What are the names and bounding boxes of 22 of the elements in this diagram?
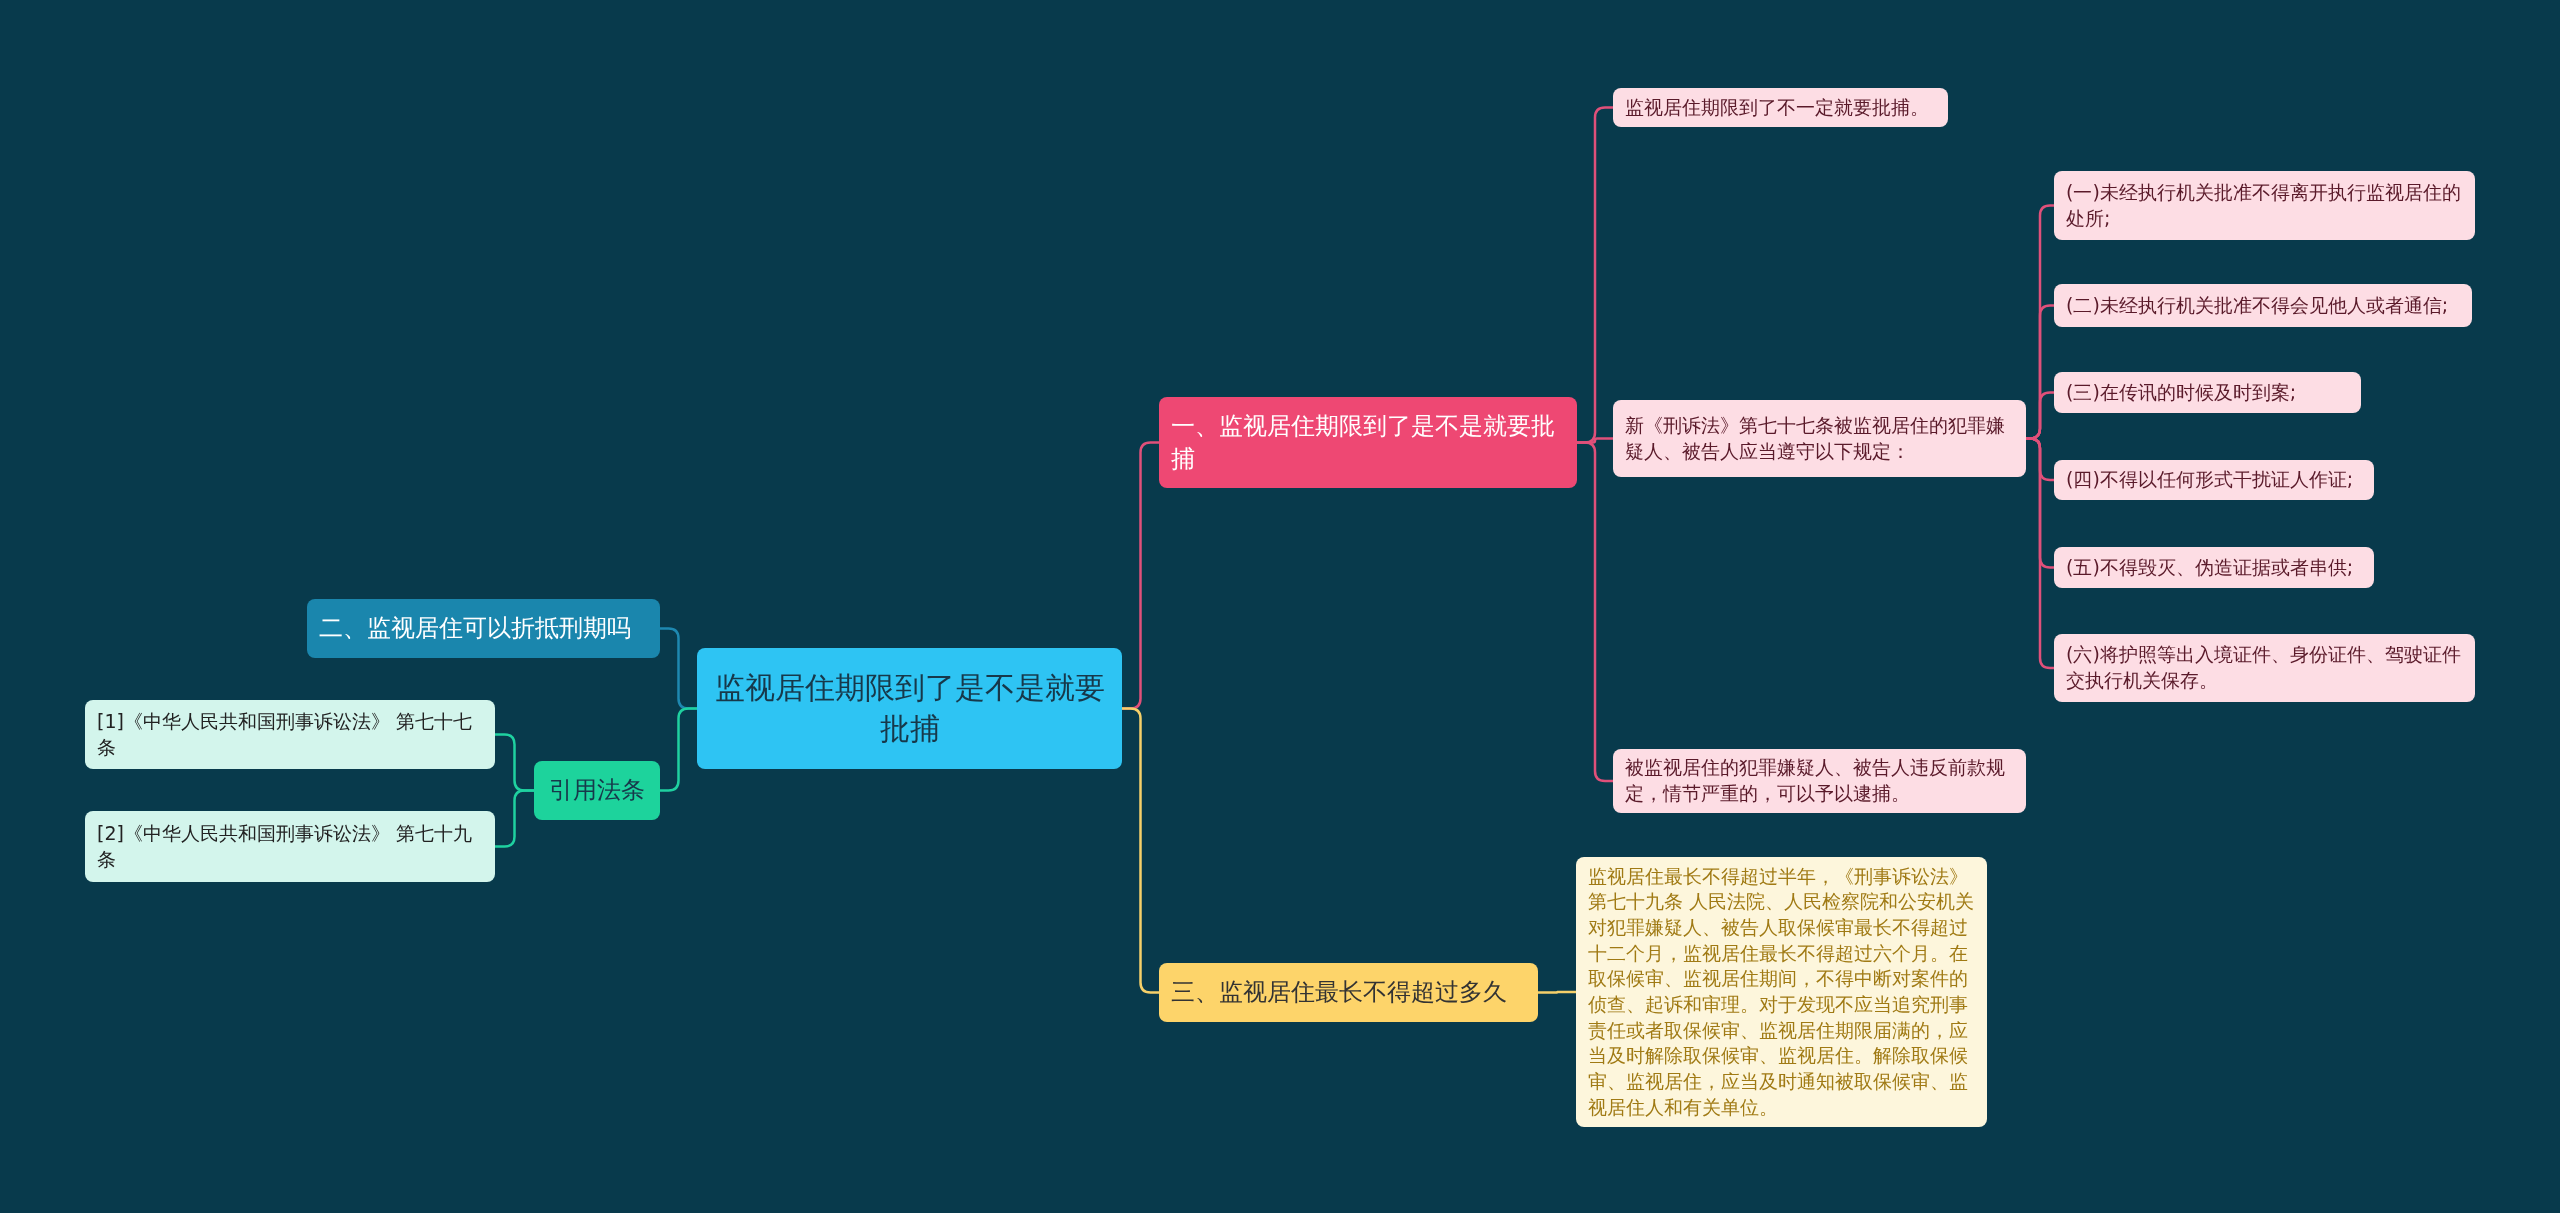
leaf-box: [2]《中华人民共和国刑事诉讼法》 第七十九条 [85, 811, 495, 882]
connector-line [660, 707, 697, 792]
connector-line [1577, 441, 1613, 783]
leaf-box: (五)不得毁灭、伪造证据或者串供; [2054, 547, 2374, 588]
topic-box: 二、监视居住可以折抵刑期吗 [307, 599, 660, 658]
leaf-box: (六)将护照等出入境证件、身份证件、驾驶证件交执行机关保存。 [2054, 634, 2475, 702]
topic-box: 监视居住期限到了是不是就要批捕 [697, 648, 1122, 769]
leaf-box: (一)未经执行机关批准不得离开执行监视居住的处所; [2054, 171, 2475, 240]
leaf-box: (二)未经执行机关批准不得会见他人或者通信; [2054, 284, 2472, 327]
connector-line [495, 789, 534, 848]
leaf-box: [1]《中华人民共和国刑事诉讼法》 第七十七条 [85, 700, 495, 769]
leaf-box: 被监视居住的犯罪嫌疑人、被告人违反前款规定，情节严重的，可以予以逮捕。 [1613, 749, 2026, 813]
topic-box: 一、监视居住期限到了是不是就要批捕 [1159, 397, 1577, 488]
leaf-box: 监视居住期限到了不一定就要批捕。 [1613, 88, 1948, 127]
text-box: 监视居住最长不得超过半年，《刑事诉讼法》第七十九条 人民法院、人民检察院和公安机关对犯罪嫌疑人、被告人取保候审最长不得超过十二个月，监视居住最长不得超过六个月。在取保候审、监视居住期间，不得中断对案件的侦查、起诉和审理。对于发现不应当追究刑事责任或者取保候审、监视居住期限届满的，应当及时解除取保候审、监视居住。解除取保候审、监视居住，应当及时通知被取保候审、监视居住人和有关单位。 [1576, 857, 1987, 1127]
leaf-box: (三)在传讯的时候及时到案; [2054, 372, 2361, 413]
leaf-box: 新《刑诉法》第七十七条被监视居住的犯罪嫌疑人、被告人应当遵守以下规定： [1613, 400, 2026, 477]
connector-line [1538, 990, 1576, 994]
leaf-box: (四)不得以任何形式干扰证人作证; [2054, 460, 2374, 500]
connector-line [1122, 707, 1159, 994]
topic-box: 引用法条 [534, 761, 660, 820]
topic-box: 三、监视居住最长不得超过多久 [1159, 963, 1538, 1022]
